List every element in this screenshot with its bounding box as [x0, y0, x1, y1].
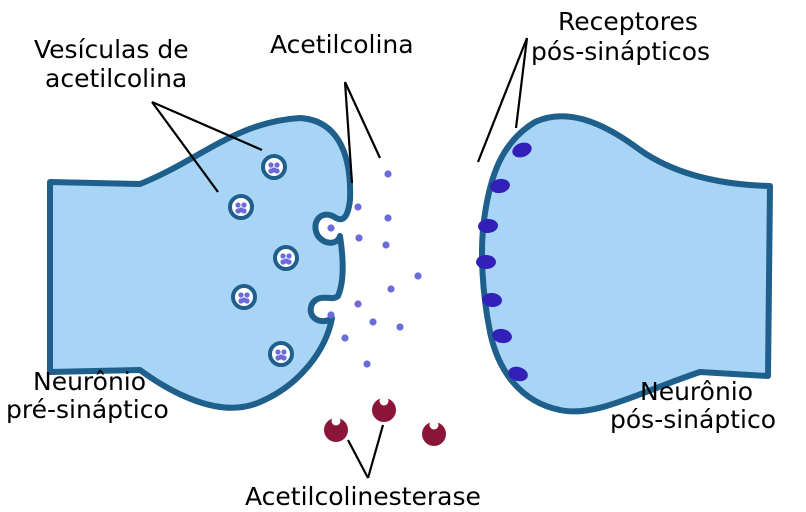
- acetylcholine-dot: [241, 202, 246, 207]
- enzyme-active-site: [380, 397, 389, 406]
- acetylcholine-dot: [281, 349, 286, 354]
- acetylcholine-dot: [274, 168, 279, 173]
- post-neuron-label-line1: Neurônio: [640, 377, 753, 406]
- acetylcholine-dot: [369, 318, 376, 325]
- vesicles-label-line1: Vesículas de: [34, 35, 189, 64]
- acetylcholine-dot: [396, 323, 403, 330]
- vesicle: [270, 343, 292, 365]
- acetylcholinesterase-enzyme: [324, 417, 348, 443]
- vesicle-membrane: [263, 156, 285, 178]
- acetylcholine-dot: [268, 162, 273, 167]
- vesicle: [230, 196, 252, 218]
- vesicle: [275, 247, 297, 269]
- presynaptic-neuron: [50, 118, 350, 408]
- vesicle-membrane: [233, 286, 255, 308]
- enzyme-group: [324, 397, 446, 447]
- enzyme-label: Acetilcolinesterase: [245, 482, 481, 511]
- acetylcholine-dot: [238, 298, 243, 303]
- acetylcholine-dot: [275, 349, 280, 354]
- receptors-label-line2: pós-sinápticos: [531, 37, 710, 66]
- acetylcholine-dot: [244, 292, 249, 297]
- receptors-label-line1: Receptores: [558, 7, 698, 36]
- acetylcholine-dot: [354, 300, 361, 307]
- acetylcholine-dot: [280, 253, 285, 258]
- acetylcholine-dot: [235, 202, 240, 207]
- acetylcholine-dot: [414, 272, 421, 279]
- acetylcholine-dot: [275, 355, 280, 360]
- enzyme-active-site: [332, 417, 341, 426]
- acetylcholine-dot: [268, 168, 273, 173]
- acetylcholine-dot: [387, 285, 394, 292]
- acetylcholinesterase-enzyme: [372, 397, 396, 423]
- acetylcholine-dot: [235, 208, 240, 213]
- acetylcholine-dot: [286, 253, 291, 258]
- acetylcholine-dot: [384, 170, 391, 177]
- vesicle-membrane: [230, 196, 252, 218]
- acetylcholine-dot: [363, 360, 370, 367]
- postsynaptic-neuron: [482, 116, 770, 411]
- acetylcholine-dot: [274, 162, 279, 167]
- acetylcholine-dot: [327, 224, 334, 231]
- acetylcholine-dot: [241, 208, 246, 213]
- acetylcholine-dot: [354, 203, 361, 210]
- acetylcholine-dot: [280, 259, 285, 264]
- vesicles-label-line2: acetilcolina: [45, 64, 187, 93]
- acetylcholinesterase-enzyme: [422, 421, 446, 447]
- acetylcholine-dot: [281, 355, 286, 360]
- pointer-line: [348, 440, 368, 478]
- acetylcholine-dot: [384, 214, 391, 221]
- vesicle-membrane: [275, 247, 297, 269]
- vesicle: [263, 156, 285, 178]
- pre-neuron-label-line1: Neurônio: [33, 367, 146, 396]
- acetylcholine-dot: [244, 298, 249, 303]
- acetylcholine-dot: [327, 311, 334, 318]
- acetylcholine-dot: [382, 241, 389, 248]
- acetylcholine-dot: [286, 259, 291, 264]
- acetylcholine-dot: [238, 292, 243, 297]
- post-neuron-label-line2: pós-sináptico: [610, 405, 776, 434]
- pointer-line: [368, 425, 383, 478]
- vesicle: [233, 286, 255, 308]
- enzyme-active-site: [430, 421, 439, 430]
- acetylcholine-dot: [355, 234, 362, 241]
- acetylcholine-label: Acetilcolina: [270, 30, 414, 59]
- vesicle-membrane: [270, 343, 292, 365]
- pre-neuron-label-line2: pré-sináptico: [6, 395, 169, 424]
- receptor: [476, 255, 496, 269]
- acetylcholine-dot: [341, 334, 348, 341]
